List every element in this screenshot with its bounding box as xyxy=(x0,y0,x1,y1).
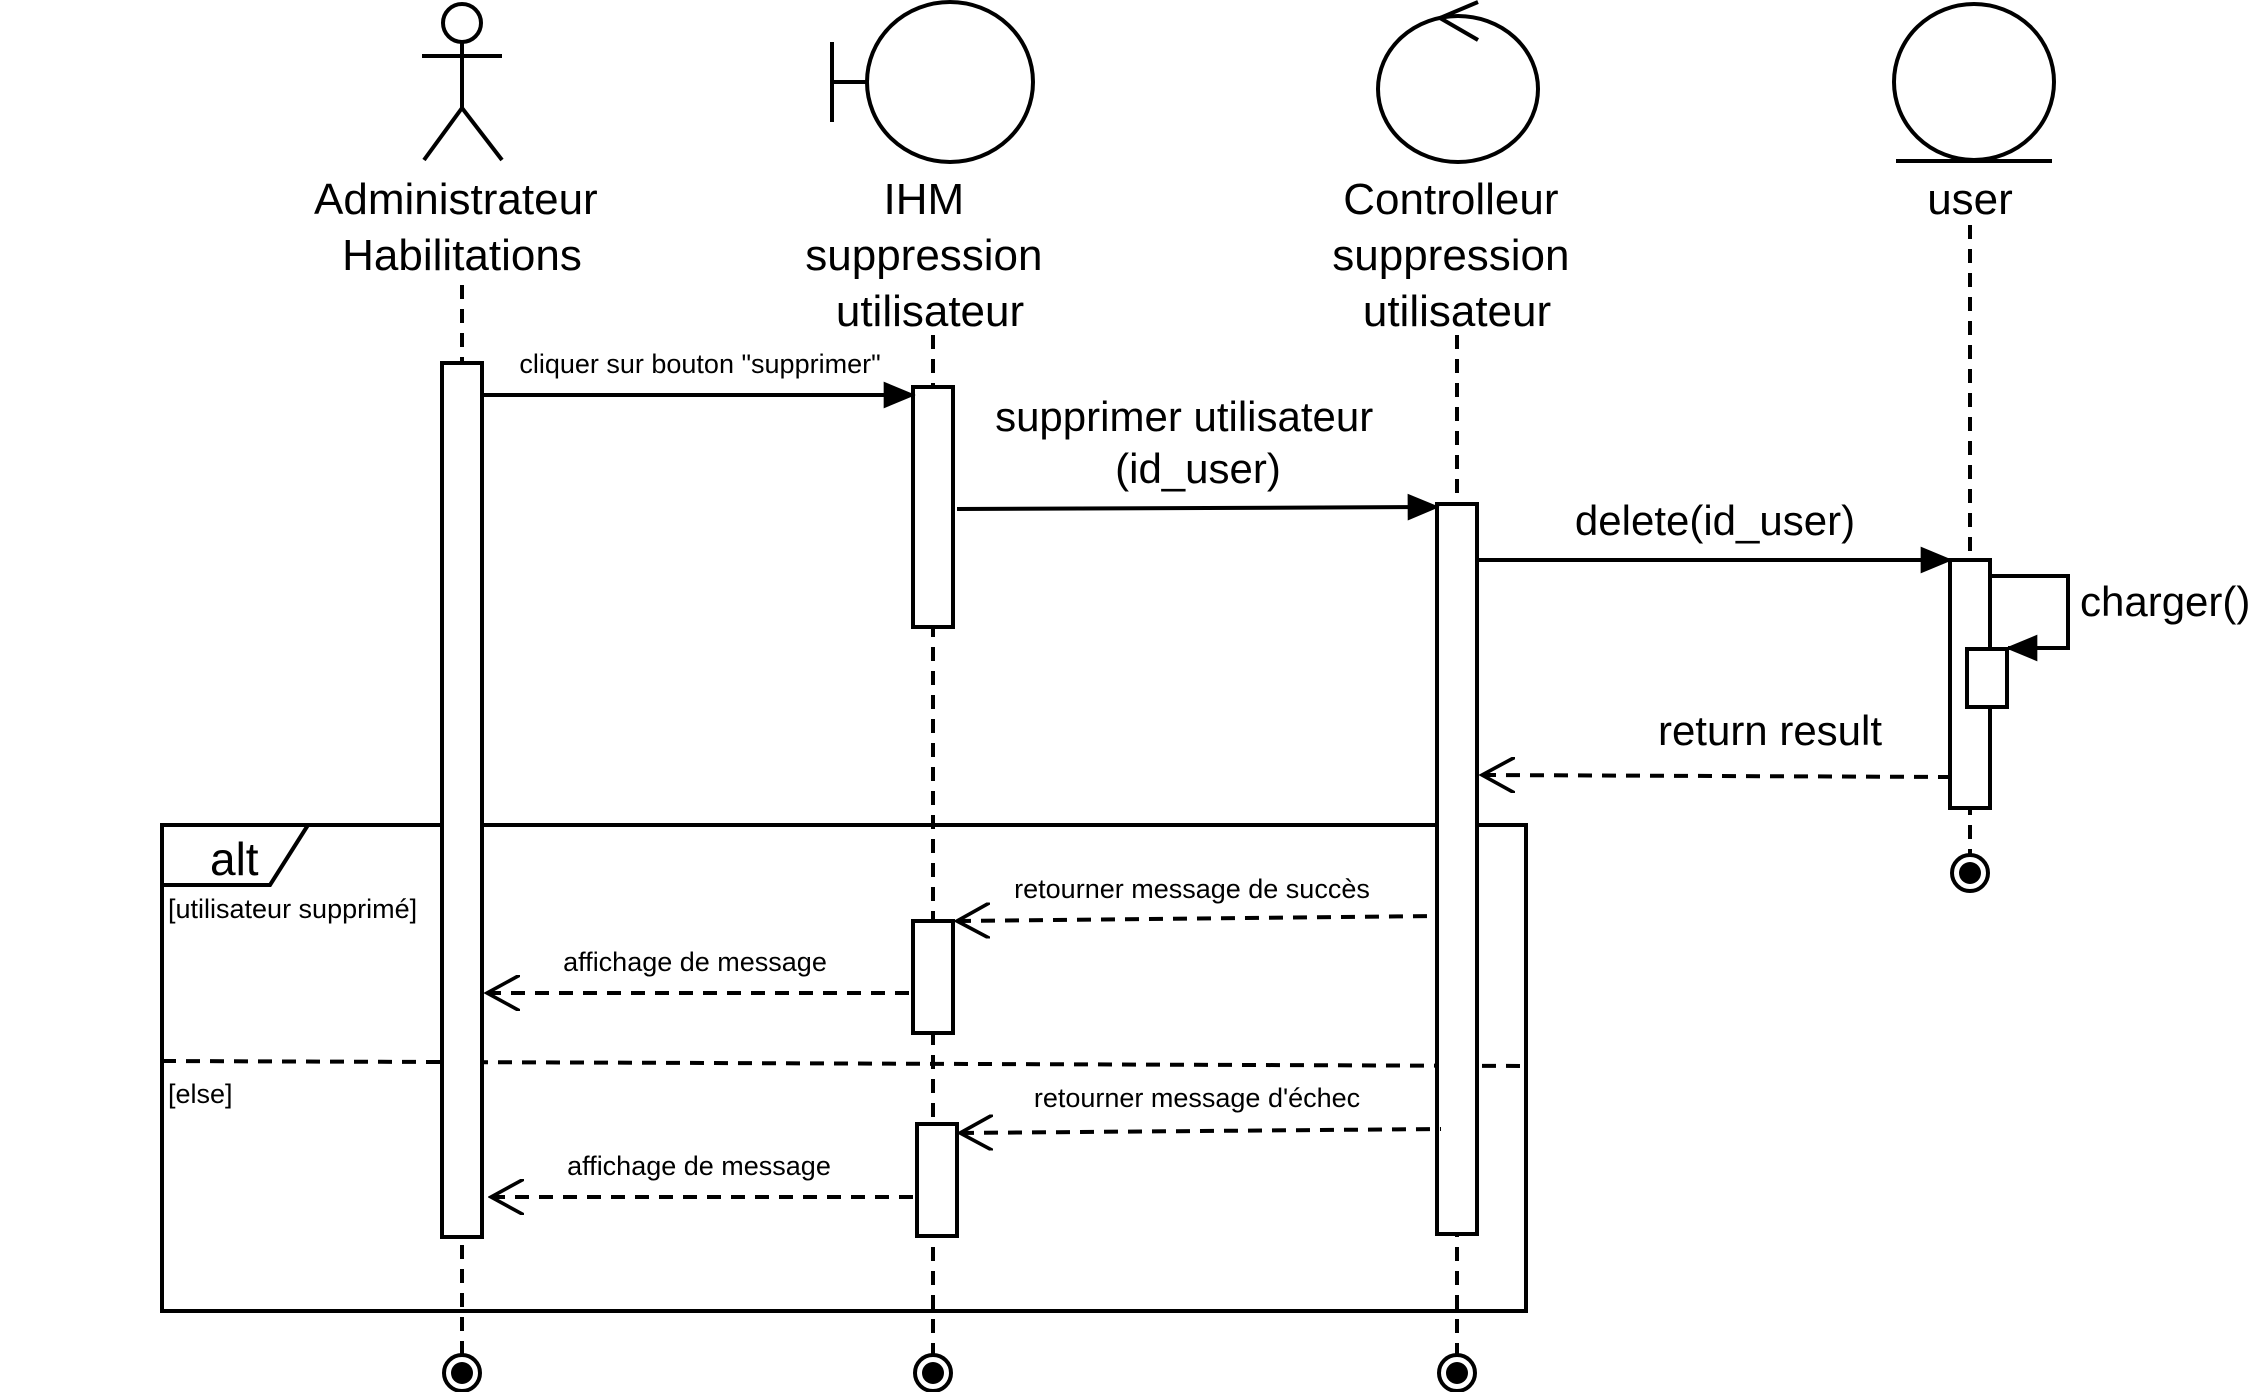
message-label: charger() xyxy=(2080,578,2250,625)
message-return-result: return result xyxy=(1482,707,1951,777)
message-arrow xyxy=(960,1129,1442,1133)
activations xyxy=(440,361,2009,1239)
entity-icon xyxy=(1892,2,2056,163)
message-delete-id: delete(id_user) xyxy=(1477,497,1953,574)
guard-label-else: [else] xyxy=(168,1079,233,1109)
activation-user-self xyxy=(1965,647,2009,709)
message-charger: charger() xyxy=(1990,574,2250,662)
participant-label-ctrl: Controlleur suppression utilisateur xyxy=(1332,175,1582,336)
message-display-failure: affichage de message xyxy=(491,1151,917,1197)
boundary-icon xyxy=(830,0,1035,164)
message-arrow xyxy=(957,916,1438,921)
message-arrow xyxy=(1990,574,2070,662)
message-label: retourner message d'échec xyxy=(1034,1083,1360,1113)
message-arrow xyxy=(1482,775,1951,777)
activation-ihm-3 xyxy=(915,1122,959,1238)
message-label: delete(id_user) xyxy=(1575,497,1855,544)
message-label: affichage de message xyxy=(567,1151,831,1181)
message-arrow xyxy=(956,493,1440,521)
alt-fragment: alt [utilisateur supprimé] [else] xyxy=(160,823,1528,1313)
participant-label-ihm: IHM suppression utilisateur xyxy=(805,175,1055,336)
end-marker-user xyxy=(1950,853,1990,893)
actor-icon xyxy=(422,2,504,162)
message-failure: retourner message d'échec xyxy=(960,1083,1442,1133)
message-label: return result xyxy=(1658,707,1882,754)
end-marker-ctrl xyxy=(1437,1353,1477,1392)
message-label: retourner message de succès xyxy=(1014,874,1370,904)
message-label: supprimer utilisateur (id_user) xyxy=(995,393,1385,492)
activation-ctrl xyxy=(1435,502,1479,1236)
activation-ihm-1 xyxy=(911,385,955,629)
control-icon xyxy=(1376,0,1540,164)
participant-label-user: user xyxy=(1927,175,2013,224)
message-delete-user: supprimer utilisateur (id_user) xyxy=(956,393,1440,521)
message-success: retourner message de succès xyxy=(957,874,1438,921)
message-display-success: affichage de message xyxy=(487,947,913,993)
alt-operator-label: alt xyxy=(210,833,259,885)
activation-admin xyxy=(440,361,484,1239)
activation-ihm-2 xyxy=(911,919,955,1035)
message-click-delete: cliquer sur bouton "supprimer" xyxy=(482,349,916,409)
message-label: affichage de message xyxy=(563,947,827,977)
alt-separator xyxy=(161,1059,1527,1068)
message-label: cliquer sur bouton "supprimer" xyxy=(519,349,880,379)
end-marker-ihm xyxy=(913,1353,953,1392)
participant-label-admin: Administrateur Habilitations xyxy=(314,175,610,280)
lifeline-end-markers xyxy=(442,853,1990,1392)
guard-label-success: [utilisateur supprimé] xyxy=(168,894,417,924)
end-marker-admin xyxy=(442,1353,482,1392)
